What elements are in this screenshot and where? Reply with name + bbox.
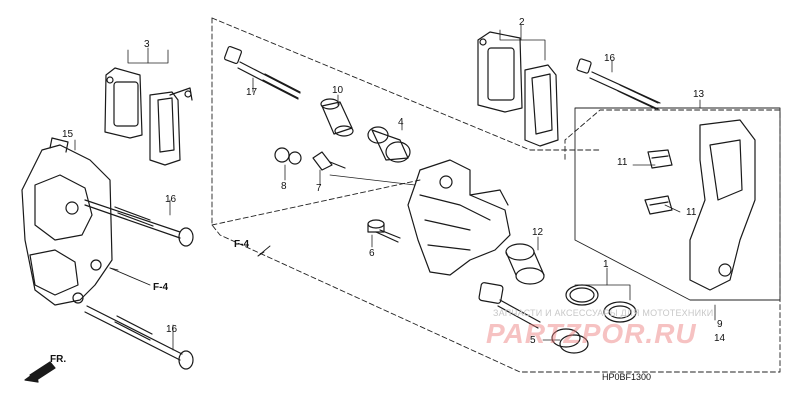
caliper-body-center bbox=[407, 159, 511, 276]
pin-boot-4 bbox=[367, 126, 411, 163]
callout-16-right: 16 bbox=[604, 53, 616, 64]
callout-10: 10 bbox=[332, 85, 344, 96]
callout-1: 1 bbox=[603, 259, 609, 270]
callout-9: 9 bbox=[717, 319, 723, 330]
f4-arrow-left bbox=[109, 267, 151, 286]
pad-kit-box-outline bbox=[574, 107, 781, 301]
bolt-9 bbox=[478, 282, 541, 329]
callout-f4-left: F-4 bbox=[153, 282, 168, 293]
piston-seal-1a bbox=[565, 284, 599, 306]
watermark-tagline: ЗАПЧАСТИ И АКСЕССУАРЫ ДЛЯ МОТОТЕХНИКИ bbox=[493, 308, 714, 318]
callout-7: 7 bbox=[316, 183, 322, 194]
bleeder-screw-7 bbox=[312, 151, 346, 171]
caliper-body-outer bbox=[21, 137, 113, 306]
pad-clip-11-lower bbox=[644, 195, 673, 215]
callout-5: 5 bbox=[530, 335, 536, 346]
front-arrow-label: FR. bbox=[50, 354, 67, 365]
front-direction-arrow bbox=[24, 361, 56, 383]
callout-15: 15 bbox=[62, 129, 74, 140]
callout-17: 17 bbox=[246, 87, 258, 98]
piston-12 bbox=[505, 243, 545, 285]
callout-11-lower: 11 bbox=[686, 207, 697, 218]
callout-4: 4 bbox=[398, 117, 404, 128]
brake-pad-right-pair bbox=[477, 31, 559, 147]
pin-boot-10 bbox=[320, 98, 354, 137]
pin-bolt-17 bbox=[223, 45, 301, 100]
bolt-6 bbox=[367, 219, 401, 243]
callout-12: 12 bbox=[532, 227, 544, 238]
callout-16-upper-left: 16 bbox=[165, 194, 177, 205]
bolt-16-upper-left bbox=[84, 199, 194, 247]
pin-bolt-16-right bbox=[576, 58, 661, 110]
caliper-bracket-13 bbox=[689, 119, 756, 291]
group-outline-dashed bbox=[211, 17, 781, 373]
callout-3: 3 bbox=[144, 39, 150, 50]
callout-f4-center: F-4 bbox=[234, 239, 249, 250]
callout-16-lower-left: 16 bbox=[166, 324, 178, 335]
leader-lines bbox=[74, 24, 716, 351]
bolt-16-lower-left bbox=[84, 305, 194, 370]
callout-14: 14 bbox=[714, 333, 726, 344]
callout-11-upper: 11 bbox=[617, 157, 628, 168]
callout-8: 8 bbox=[281, 181, 287, 192]
callout-2: 2 bbox=[519, 17, 525, 28]
piston-seal-1b bbox=[603, 301, 637, 323]
watermark-logo: PARTZPOR.RU bbox=[486, 318, 697, 349]
boot-5 bbox=[551, 328, 589, 354]
f4-arrow-center bbox=[257, 245, 271, 257]
bleeder-cap-8 bbox=[274, 147, 302, 165]
figure-code: HP0BF1300 bbox=[602, 372, 652, 382]
pad-clip-11-upper bbox=[647, 149, 673, 169]
callout-6: 6 bbox=[369, 248, 375, 259]
callout-13: 13 bbox=[693, 89, 705, 100]
brake-pad-left-pair bbox=[104, 67, 193, 166]
